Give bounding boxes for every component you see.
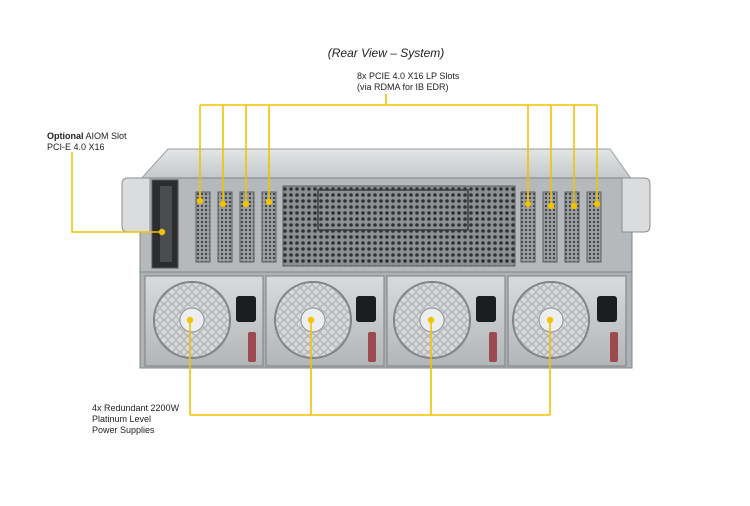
- pcie-slots-label: 8x PCIE 4.0 X16 LP Slots (via RDMA for I…: [357, 71, 459, 93]
- callout-dots: [158, 197, 601, 324]
- pcie-slot-1: [195, 191, 211, 263]
- psu-handle-3: [489, 332, 497, 362]
- aiom-slot-label-bold: Optional: [47, 131, 84, 141]
- pcie-slot-8: [586, 191, 602, 263]
- pcie-slot-group-right: [520, 191, 602, 263]
- view-title: (Rear View – System): [327, 46, 445, 60]
- aiom-callout-line: [71, 152, 162, 233]
- psu-plug-1: [236, 296, 256, 322]
- pcie-slot-2: [217, 191, 233, 263]
- psu-plug-3: [476, 296, 496, 322]
- power-supply-2: [265, 275, 385, 367]
- aiom-slot-label-line2: PCI-E 4.0 X16: [47, 142, 105, 152]
- psu-plug-4: [597, 296, 617, 322]
- pcie-slots-label-line1: 8x PCIE 4.0 X16 LP Slots: [357, 71, 460, 81]
- psu-plug-2: [356, 296, 376, 322]
- psu-handle-1: [248, 332, 256, 362]
- left-rack-ear: [121, 177, 151, 233]
- pcie-slot-group-left: [195, 191, 277, 263]
- chassis-top: [138, 148, 633, 181]
- center-vent-panel: [317, 189, 469, 231]
- right-rack-ear: [621, 177, 651, 233]
- power-supplies-label-line2: Platinum Level: [92, 414, 152, 424]
- power-supplies-label-line3: Power Supplies: [92, 425, 155, 435]
- power-supply-4: [507, 275, 627, 367]
- aiom-slot-label-rest: AIOM Slot: [83, 131, 127, 141]
- callout-lines: [71, 94, 598, 416]
- pcie-slots-label-line2: (via RDMA for IB EDR): [357, 82, 449, 92]
- pcie-slot-3: [239, 191, 255, 263]
- aiom-slot-bracket: [160, 186, 172, 262]
- psu-handle-2: [368, 332, 376, 362]
- power-supplies-label-line1: 4x Redundant 2200W: [92, 403, 180, 413]
- power-supply-3: [386, 275, 506, 367]
- aiom-slot-label: Optional AIOM Slot PCI-E 4.0 X16: [47, 131, 127, 153]
- psu-handle-4: [610, 332, 618, 362]
- power-supply-1: [144, 275, 264, 367]
- pcie-slot-7: [564, 191, 580, 263]
- power-supplies-label: 4x Redundant 2200W Platinum Level Power …: [92, 403, 179, 436]
- pcie-slot-6: [542, 191, 558, 263]
